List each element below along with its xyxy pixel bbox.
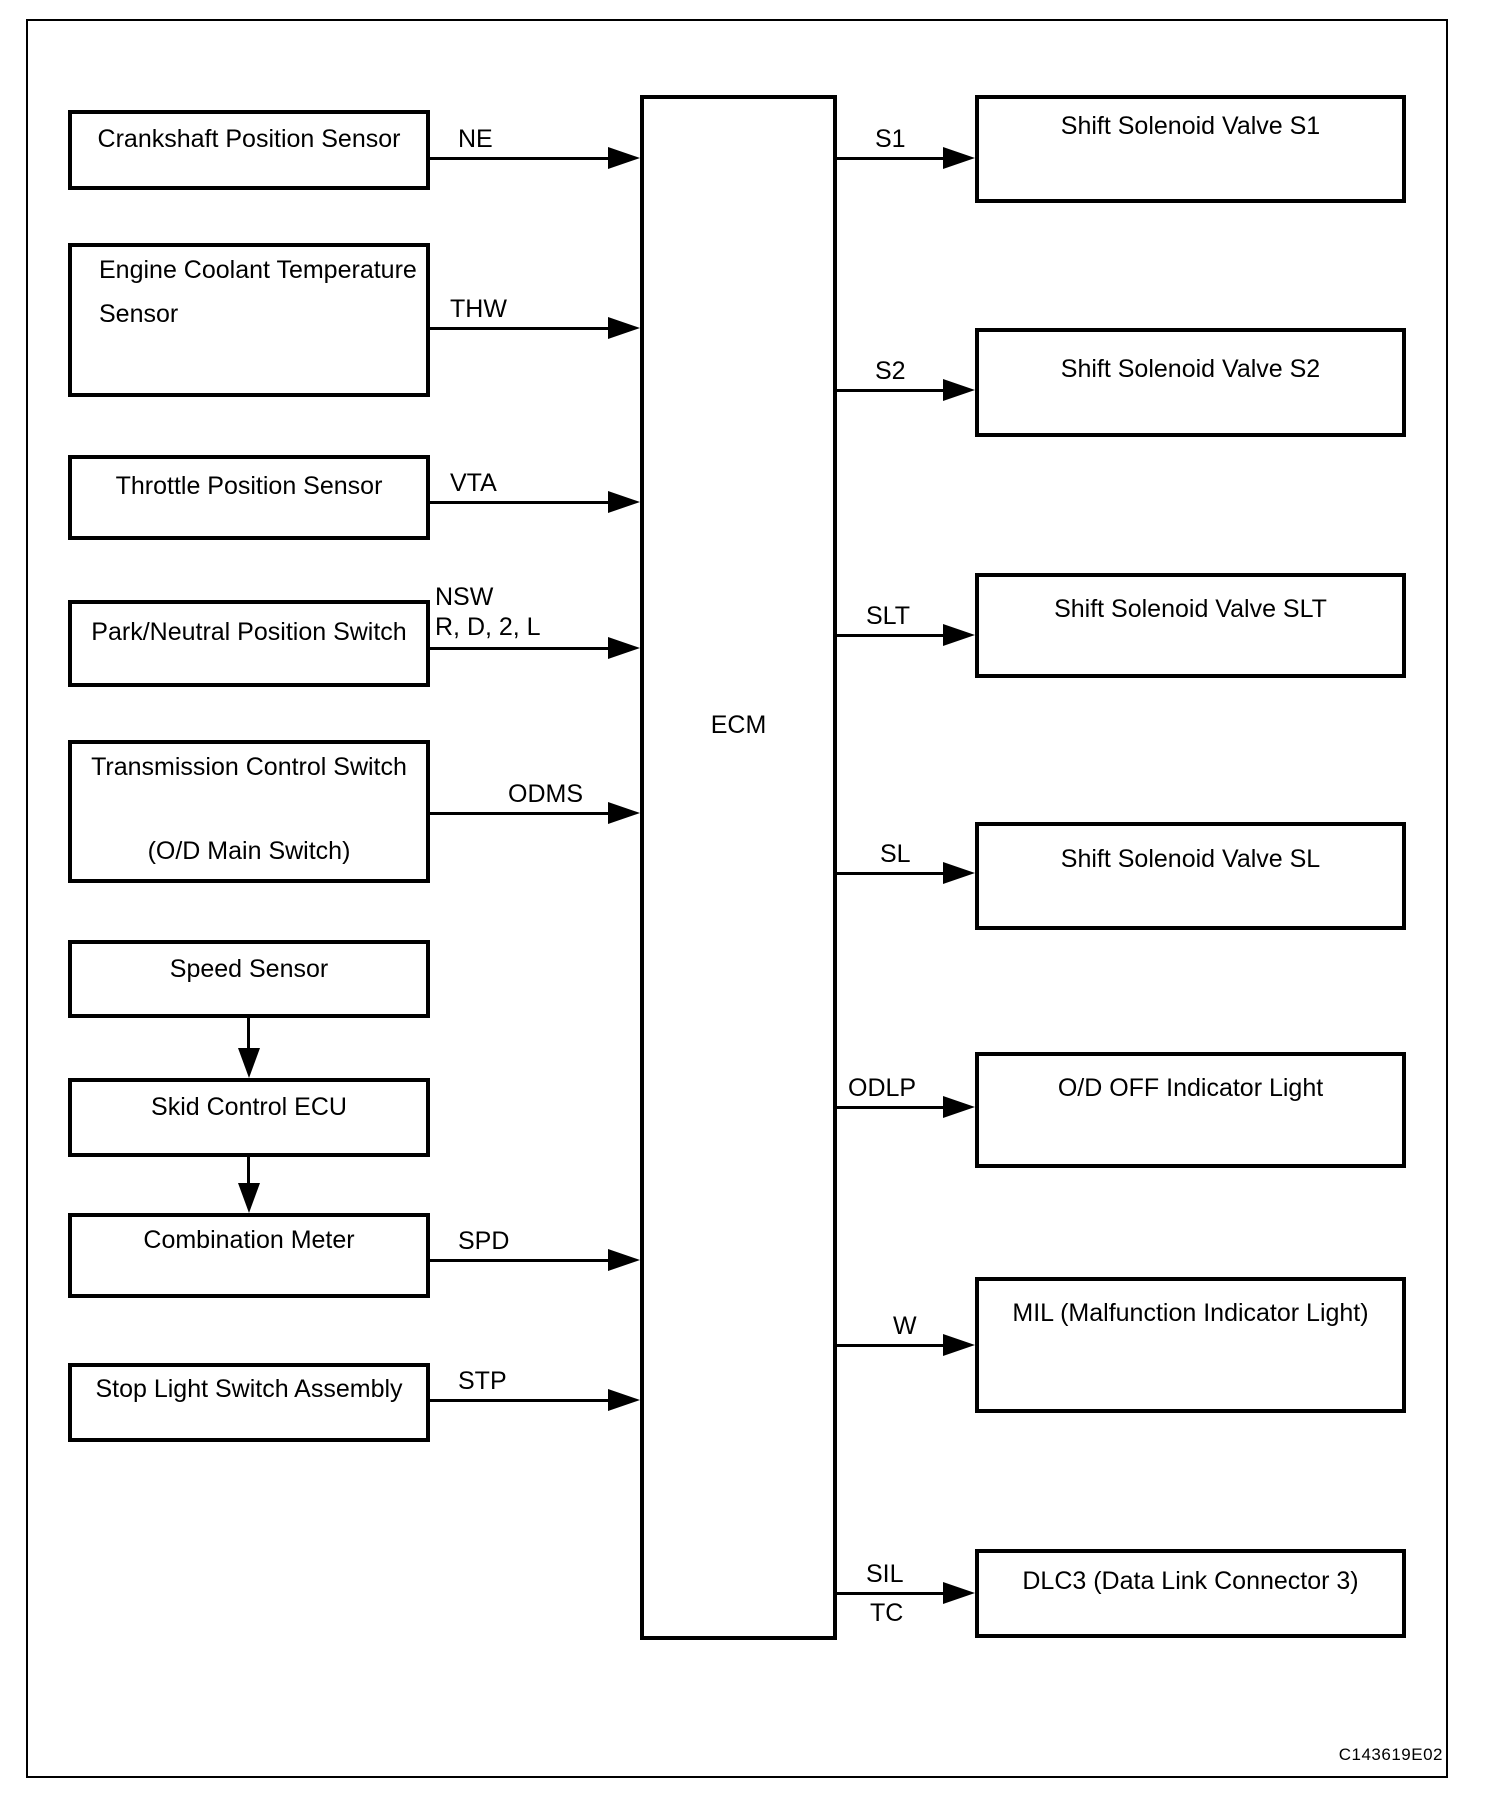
wire-sl-arrowhead-icon <box>943 862 975 884</box>
ecm-box: ECM <box>640 95 837 1640</box>
signal-label-stp: STP <box>458 1367 507 1395</box>
box-label-line2: Sensor <box>99 300 179 328</box>
box-dlc3-data-link-connector-3: DLC3 (Data Link Connector 3) <box>975 1549 1406 1638</box>
box-crankshaft-position-sensor: Crankshaft Position Sensor <box>68 110 430 190</box>
box-throttle-position-sensor: Throttle Position Sensor <box>68 455 430 540</box>
box-label: Skid Control ECU <box>151 1093 347 1121</box>
box-label: Shift Solenoid Valve S2 <box>1060 355 1321 383</box>
wire-nsw <box>430 647 608 650</box>
signal-label-odms: ODMS <box>508 780 583 808</box>
box-od-off-indicator-light: O/D OFF Indicator Light <box>975 1052 1406 1168</box>
signal-label-slt: SLT <box>866 602 910 630</box>
box-label: Shift Solenoid Valve SLT <box>1054 595 1327 623</box>
box-label: Shift Solenoid Valve SL <box>1060 845 1321 873</box>
wire-ne-arrowhead-icon <box>608 147 640 169</box>
diagram-border <box>26 19 1448 1778</box>
wire-vta-arrowhead-icon <box>608 491 640 513</box>
wire-s1-arrowhead-icon <box>943 147 975 169</box>
box-label: Throttle Position Sensor <box>115 472 383 500</box>
wire-s1 <box>837 157 943 160</box>
box-speed-sensor: Speed Sensor <box>68 940 430 1018</box>
wire-slt <box>837 634 943 637</box>
wire-odms <box>430 812 608 815</box>
wire-ne <box>430 157 608 160</box>
wire-w <box>837 1344 943 1347</box>
box-label: Crankshaft Position Sensor <box>97 125 401 153</box>
signal-label-nsw: NSW <box>435 583 494 611</box>
box-label: Speed Sensor <box>169 955 329 983</box>
ecm-label: ECM <box>710 711 767 739</box>
signal-label-sil: SIL <box>866 1560 904 1588</box>
box-label: O/D OFF Indicator Light <box>1057 1074 1324 1102</box>
signal-label-ne: NE <box>458 125 493 153</box>
box-label-line1: Transmission Control Switch <box>91 753 407 781</box>
signal-label-thw: THW <box>450 295 507 323</box>
wire-vta <box>430 501 608 504</box>
box-combination-meter: Combination Meter <box>68 1213 430 1298</box>
box-shift-solenoid-valve-sl: Shift Solenoid Valve SL <box>975 822 1406 930</box>
box-park-neutral-position-switch: Park/Neutral Position Switch <box>68 600 430 687</box>
box-shift-solenoid-valve-s1: Shift Solenoid Valve S1 <box>975 95 1406 203</box>
connector-speed-to-skid-line <box>247 1018 250 1048</box>
wire-sil-tc-arrowhead-icon <box>943 1582 975 1604</box>
box-shift-solenoid-valve-s2: Shift Solenoid Valve S2 <box>975 328 1406 437</box>
connector-speed-to-skid-arrowhead-icon <box>238 1048 260 1078</box>
wire-s2-arrowhead-icon <box>943 379 975 401</box>
signal-label-s2: S2 <box>875 357 906 385</box>
box-shift-solenoid-valve-slt: Shift Solenoid Valve SLT <box>975 573 1406 678</box>
wire-sl <box>837 872 943 875</box>
wire-sil-tc <box>837 1592 943 1595</box>
connector-skid-to-combination-line <box>247 1157 250 1183</box>
wire-w-arrowhead-icon <box>943 1334 975 1356</box>
box-label: DLC3 (Data Link Connector 3) <box>1022 1567 1359 1595</box>
wire-odms-arrowhead-icon <box>608 802 640 824</box>
wire-slt-arrowhead-icon <box>943 624 975 646</box>
box-label: Stop Light Switch Assembly <box>95 1375 403 1403</box>
box-mil-malfunction-indicator-light: MIL (Malfunction Indicator Light) <box>975 1277 1406 1413</box>
signal-label-spd: SPD <box>458 1227 510 1255</box>
wire-odlp-arrowhead-icon <box>943 1096 975 1118</box>
wire-thw-arrowhead-icon <box>608 317 640 339</box>
figure-code: C143619E02 <box>1338 1745 1443 1764</box>
box-stop-light-switch-assembly: Stop Light Switch Assembly <box>68 1363 430 1442</box>
box-skid-control-ecu: Skid Control ECU <box>68 1078 430 1157</box>
connector-skid-to-combination-arrowhead-icon <box>238 1183 260 1213</box>
box-label: MIL (Malfunction Indicator Light) <box>1012 1299 1369 1327</box>
wire-odlp <box>837 1106 943 1109</box>
wire-nsw-arrowhead-icon <box>608 637 640 659</box>
box-label-line2: (O/D Main Switch) <box>147 837 351 865</box>
box-engine-coolant-temperature-sensor: Engine Coolant Temperature Sensor <box>68 243 430 397</box>
wire-s2 <box>837 389 943 392</box>
box-label: Combination Meter <box>143 1226 355 1254</box>
wire-stp <box>430 1399 608 1402</box>
wire-thw <box>430 327 608 330</box>
box-label-line1: Engine Coolant Temperature <box>99 256 417 284</box>
signal-label-s1: S1 <box>875 125 906 153</box>
signal-label-odlp: ODLP <box>848 1074 917 1102</box>
box-transmission-control-switch: Transmission Control Switch (O/D Main Sw… <box>68 740 430 883</box>
signal-label-vta: VTA <box>450 469 497 497</box>
signal-label-nsw-positions: R, D, 2, L <box>435 613 541 641</box>
box-label: Shift Solenoid Valve S1 <box>1060 112 1321 140</box>
wire-stp-arrowhead-icon <box>608 1389 640 1411</box>
box-label: Park/Neutral Position Switch <box>91 618 407 646</box>
signal-label-sl: SL <box>880 840 911 868</box>
signal-label-tc: TC <box>870 1599 904 1627</box>
wire-spd <box>430 1259 608 1262</box>
signal-label-w: W <box>893 1312 917 1340</box>
wire-spd-arrowhead-icon <box>608 1249 640 1271</box>
